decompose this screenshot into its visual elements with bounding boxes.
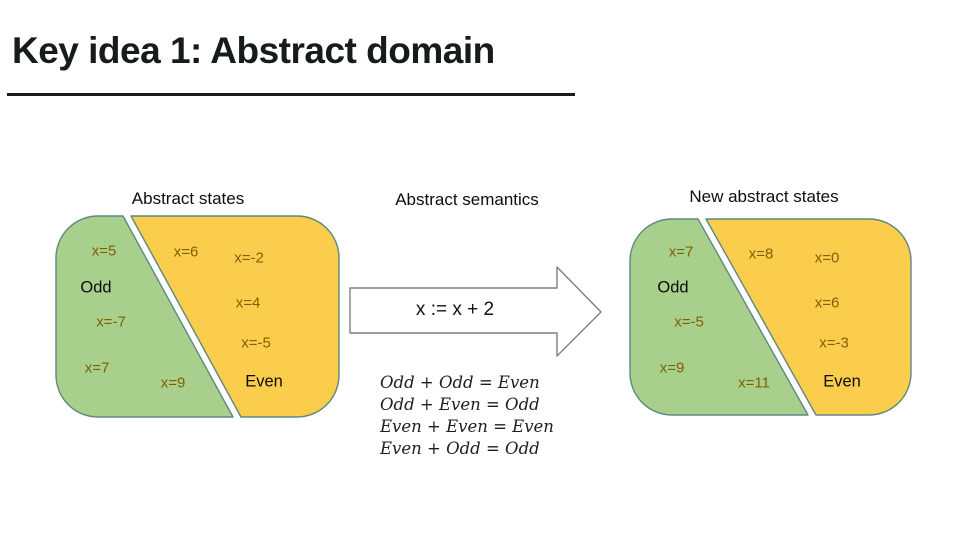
title-underline [7, 93, 575, 96]
transition-arrow-shape [349, 266, 602, 357]
slide-title: Key idea 1: Abstract domain [12, 30, 495, 71]
parity-rule: Odd + Odd = Even [380, 373, 540, 392]
abstract-semantics-heading: Abstract semantics [395, 190, 539, 209]
state-value: x=7 [84, 359, 110, 377]
state-value: x=-5 [674, 313, 704, 331]
state-value: x=11 [738, 374, 770, 392]
odd-region-label: Odd [657, 278, 689, 297]
state-value: x=-5 [241, 334, 271, 352]
state-value: x=6 [814, 294, 840, 312]
state-value: x=5 [91, 242, 117, 260]
even-region-shape [705, 218, 912, 416]
odd-region-shape [629, 218, 809, 416]
state-value: x=4 [235, 294, 261, 312]
even-region-label: Even [823, 372, 861, 391]
new-abstract-states-heading: New abstract states [689, 187, 839, 206]
parity-rule: Even + Odd = Odd [380, 439, 540, 458]
state-value: x=7 [668, 243, 694, 261]
arrow-statement-label: x := x + 2 [415, 299, 495, 320]
even-region-shape [130, 215, 340, 418]
state-value: x=9 [659, 359, 685, 377]
state-value: x=8 [748, 245, 774, 263]
odd-region-label: Odd [80, 278, 112, 297]
state-value: x=9 [160, 374, 186, 392]
state-value: x=-3 [819, 334, 849, 352]
abstract-states-heading: Abstract states [131, 189, 245, 208]
state-value: x=-7 [96, 313, 126, 331]
abstract-states-shape [55, 215, 340, 418]
even-region-label: Even [245, 372, 283, 391]
state-value: x=-2 [234, 249, 264, 267]
state-value: x=0 [814, 249, 840, 267]
parity-rule: Even + Even = Even [380, 417, 554, 436]
right-arrow-icon [349, 266, 602, 357]
parity-rules: Odd + Odd = Even Odd + Even = Odd Even +… [380, 372, 554, 460]
odd-region-shape [55, 215, 234, 418]
parity-rule: Odd + Even = Odd [380, 395, 540, 414]
new-abstract-states-shape [629, 218, 912, 416]
state-value: x=6 [173, 243, 199, 261]
